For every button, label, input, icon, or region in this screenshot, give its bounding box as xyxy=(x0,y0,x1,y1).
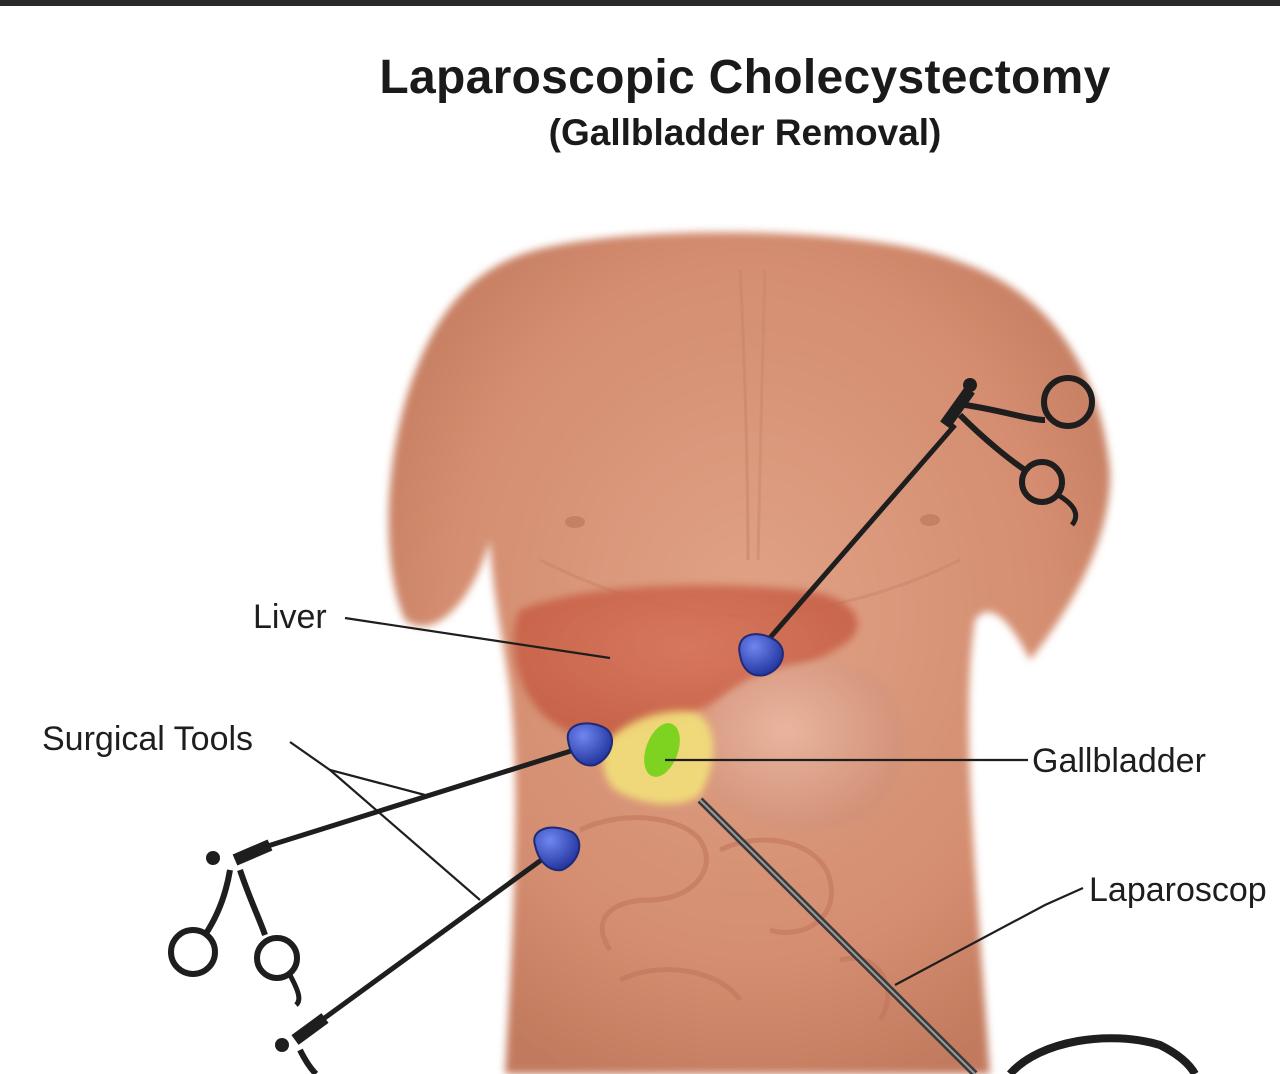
port-lower xyxy=(533,826,581,872)
intestines xyxy=(578,815,891,1022)
label-surgical-tools: Surgical Tools xyxy=(42,720,253,758)
leader-surgical-tools-a xyxy=(289,741,426,797)
trocar-ports xyxy=(533,633,784,872)
surgical-tool-lower-left xyxy=(275,847,557,1074)
top-bar xyxy=(0,0,1280,6)
gallbladder-organ xyxy=(603,711,714,805)
diagram-title: Laparoscopic Cholecystectomy xyxy=(379,51,1111,104)
label-laparoscope: Laparoscop xyxy=(1089,871,1267,909)
surgical-tool-middle-left xyxy=(168,742,591,1007)
leader-laparoscope xyxy=(894,886,1084,986)
label-gallbladder: Gallbladder xyxy=(1032,742,1206,780)
liver-organ xyxy=(513,585,858,740)
leader-lines xyxy=(289,616,1084,986)
port-upper xyxy=(738,633,784,677)
port-middle xyxy=(566,722,614,767)
stomach-organ xyxy=(705,662,905,831)
surgical-tool-upper-right xyxy=(753,375,1095,657)
leader-surgical-tools-b xyxy=(329,769,481,901)
label-liver: Liver xyxy=(253,598,327,636)
diagram-subtitle: (Gallbladder Removal) xyxy=(548,112,942,153)
leader-liver xyxy=(344,616,611,660)
laparoscope-tool xyxy=(697,797,1199,1074)
